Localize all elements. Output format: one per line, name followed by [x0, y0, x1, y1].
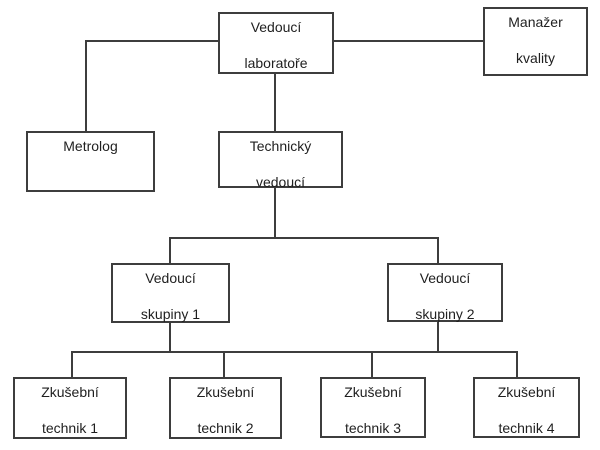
node-label: technik 1 [41, 420, 99, 436]
node-label: Zkušební [344, 384, 402, 400]
node-label: Manažer [508, 14, 563, 30]
node-label: skupiny 2 [415, 306, 475, 322]
node-label: skupiny 1 [140, 306, 201, 322]
connector-line [437, 237, 439, 263]
node-label: Vedoucí [419, 270, 471, 286]
connector-line [71, 351, 73, 377]
node-label: Zkušební [196, 384, 255, 400]
connector-line [85, 40, 218, 42]
connector-line [169, 237, 171, 263]
node-label: Metrolog [63, 138, 118, 154]
connector-line [437, 322, 439, 352]
node-zkusebni-technik-4: Zkušební technik 4 [473, 377, 580, 438]
connector-line [85, 40, 87, 131]
connector-line [516, 351, 518, 377]
node-metrolog: Metrolog [26, 131, 155, 192]
node-vedouci-skupiny-1: Vedoucí skupiny 1 [111, 263, 230, 323]
node-zkusebni-technik-2: Zkušební technik 2 [169, 377, 282, 439]
node-label: Technický [249, 138, 312, 154]
node-label: technik 3 [344, 420, 402, 436]
node-zkusebni-technik-3: Zkušební technik 3 [320, 377, 426, 438]
connector-line [274, 74, 276, 131]
node-label: technik 4 [498, 420, 555, 436]
node-label: Zkušební [41, 384, 99, 400]
node-label: vedoucí [255, 174, 306, 190]
node-label: Vedoucí [250, 19, 302, 35]
node-label: Vedoucí [145, 270, 196, 286]
connector-line [223, 351, 225, 377]
connector-line [274, 188, 276, 237]
node-vedouci-laboratore: Vedoucí laboratoře [218, 12, 334, 74]
connector-line [371, 351, 373, 377]
node-manazer-kvality: Manažer kvality [483, 7, 588, 76]
connector-line [71, 351, 518, 353]
node-label: Zkušební [497, 384, 556, 400]
connector-line [334, 40, 483, 42]
connector-line [169, 237, 439, 239]
connector-line [169, 323, 171, 352]
node-vedouci-skupiny-2: Vedoucí skupiny 2 [387, 263, 503, 322]
node-technicky-vedouci: Technický vedoucí [218, 131, 343, 190]
node-zkusebni-technik-1: Zkušební technik 1 [13, 377, 127, 439]
node-label: technik 2 [197, 420, 254, 436]
node-label: kvality [516, 50, 555, 66]
node-label: laboratoře [244, 55, 308, 71]
